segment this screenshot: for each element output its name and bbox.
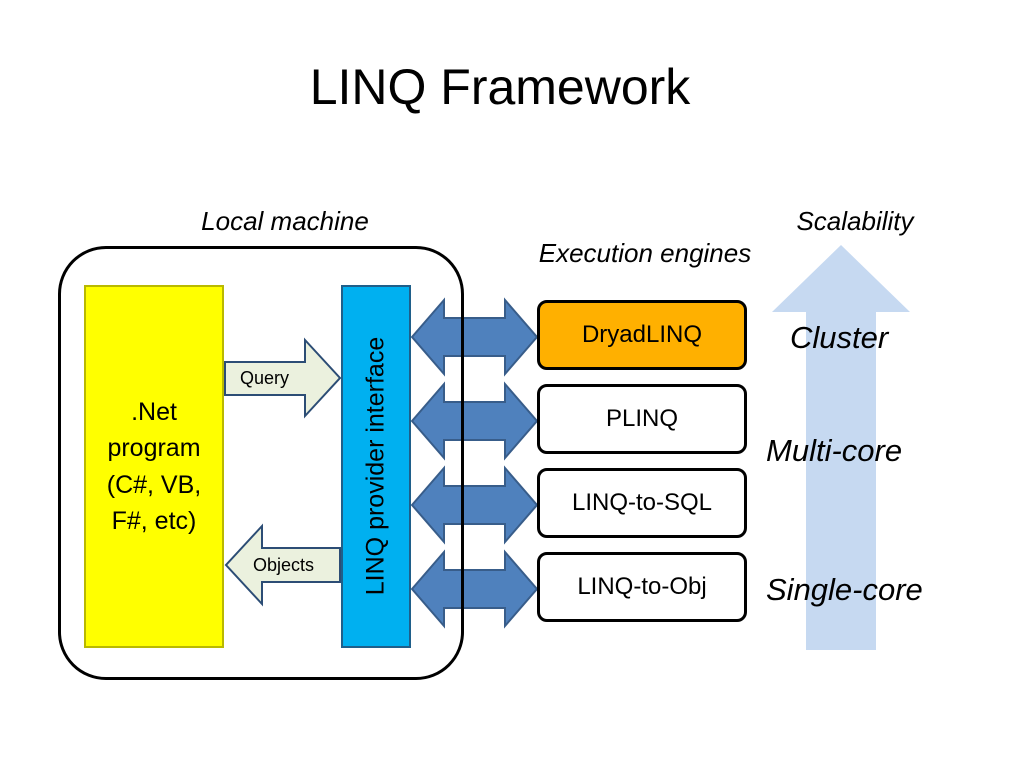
objects-label: Objects [253,555,315,575]
objects-arrow [224,523,341,607]
local-machine-box [58,246,464,680]
engine-dryadlinq: DryadLINQ [537,300,747,370]
level-cluster: Cluster [790,320,889,355]
net-program-box: .Net program (C#, VB, F#, etc) [84,285,224,648]
execution-engines-label: Execution engines [538,238,752,268]
linq-provider-interface-box [341,285,411,648]
engine-linq-to-obj: LINQ-to-Obj [537,552,747,622]
engine-plinq: PLINQ [537,384,747,454]
query-arrow [224,337,342,419]
scalability-label: Scalability [796,206,914,236]
engine-linq-to-sql: LINQ-to-SQL [537,468,747,538]
level-single-core: Single-core [766,572,923,607]
local-machine-label: Local machine [201,206,369,236]
linq-provider-interface-label: LINQ provider interface [361,336,390,596]
level-multi-core: Multi-core [766,433,903,468]
page-title: LINQ Framework [309,59,691,115]
scalability-arrow [772,245,910,650]
query-label: Query [240,368,290,388]
